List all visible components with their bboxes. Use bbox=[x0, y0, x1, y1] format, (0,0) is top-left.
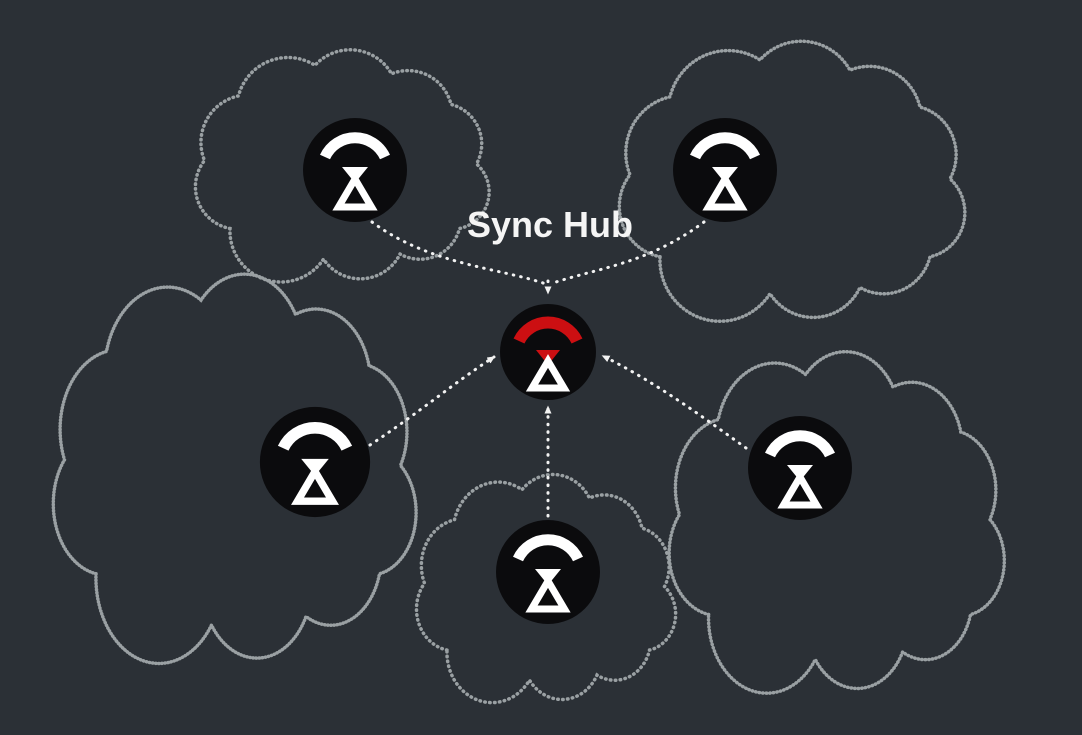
sync-hub-node bbox=[500, 304, 596, 400]
arrow-from-mid-right bbox=[601, 354, 748, 450]
diagram-title: Sync Hub bbox=[467, 204, 633, 245]
device-node-top-right bbox=[673, 118, 777, 222]
device-node-top-left bbox=[303, 118, 407, 222]
device-nodes bbox=[260, 118, 852, 624]
cloud-outline-top-right bbox=[619, 41, 965, 321]
device-node-bottom-center bbox=[496, 520, 600, 624]
arrow-from-top-right bbox=[548, 220, 706, 286]
arrow-from-mid-left bbox=[368, 355, 496, 447]
cloud-outline-bottom-center bbox=[416, 474, 675, 702]
device-node-mid-right bbox=[748, 416, 852, 520]
arrow-from-top-left bbox=[370, 220, 548, 286]
cloud-outline-mid-right bbox=[669, 352, 1004, 693]
cloud-outlines bbox=[53, 41, 1004, 702]
sync-arrows bbox=[368, 220, 748, 518]
cloud-outline-top-left bbox=[195, 50, 489, 282]
device-node-mid-left bbox=[260, 407, 370, 517]
cloud-outline-mid-left bbox=[53, 274, 416, 663]
